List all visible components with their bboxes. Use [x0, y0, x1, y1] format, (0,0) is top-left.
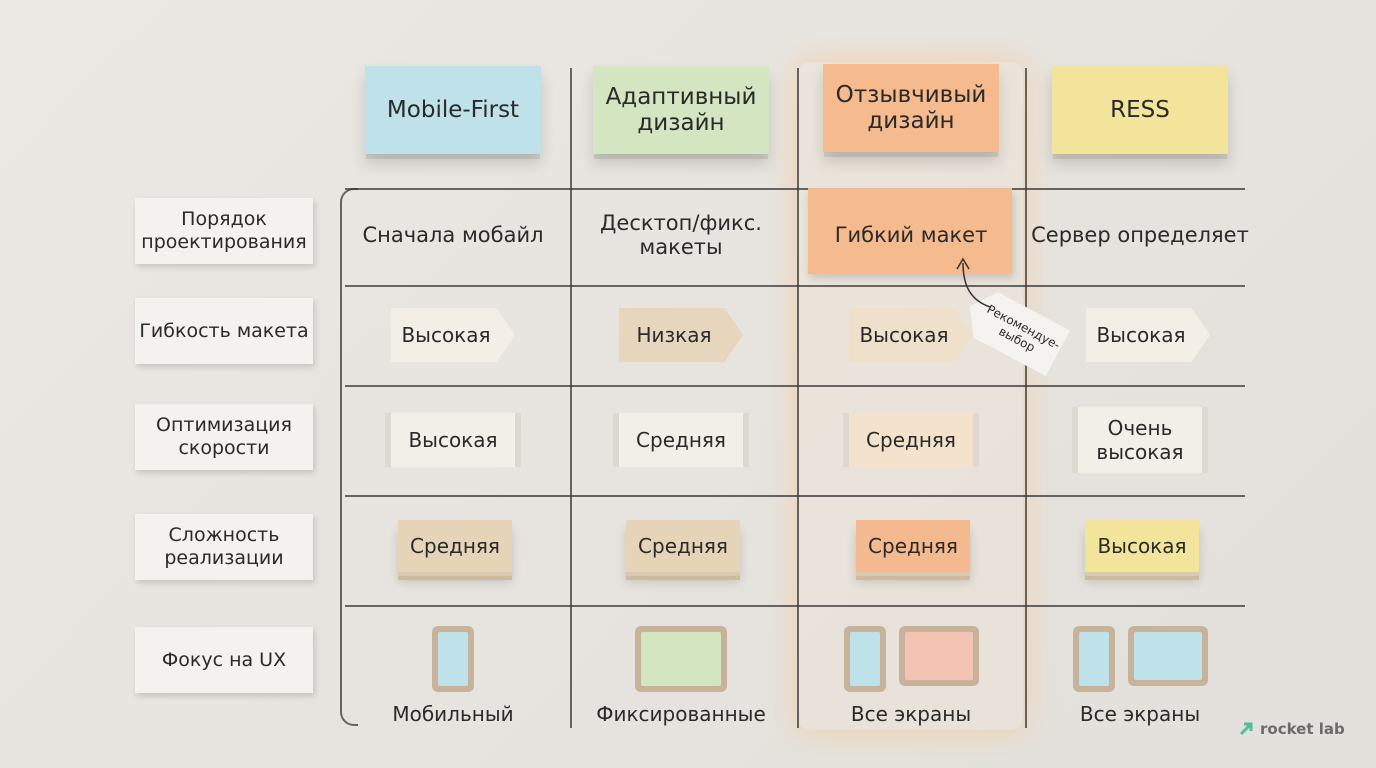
cell-scroll: Средняя [613, 413, 749, 467]
cell-scroll: Очень высокая [1072, 407, 1208, 473]
cell-stack: Средняя [398, 520, 512, 572]
logo: rocket lab [1238, 720, 1345, 738]
phone-icon [432, 626, 474, 692]
cell-text: Сначала мобайл [362, 222, 544, 247]
cell-text: Десктоп/фикс. макеты [600, 210, 762, 259]
left-bracket [340, 188, 358, 726]
screen-icon [1079, 632, 1109, 686]
row-divider [345, 495, 1245, 497]
row-label: Фокус на UX [135, 627, 313, 693]
cell-tag: Высокая [391, 308, 515, 362]
logo-text: rocket lab [1260, 720, 1345, 738]
rocket-arrow-icon [1239, 722, 1253, 736]
row-divider [345, 285, 1245, 287]
cell-stack: Средняя [626, 520, 740, 572]
column-divider [797, 68, 799, 728]
cell-scroll: Высокая [385, 413, 521, 467]
cell-stack: Высокая [1085, 520, 1199, 572]
tag-string-arrow [956, 257, 991, 308]
cell-text: Сервер определяет [1031, 222, 1249, 247]
column-header: Отзывчивый дизайн [823, 64, 999, 152]
screen-icon [438, 632, 468, 686]
screen-icon [850, 632, 880, 686]
column-header: Адаптивный дизайн [593, 66, 769, 154]
cell-tag: Высокая [1086, 308, 1210, 362]
tablet-icon [635, 626, 727, 692]
row-label: Гибкость макета [135, 298, 313, 364]
cell-note-background [808, 188, 1012, 274]
column-header: Mobile-First [365, 66, 541, 154]
cell-stack: Средняя [856, 520, 970, 572]
cell-text: Все экраны [850, 702, 972, 726]
row-divider [345, 385, 1245, 387]
column-header: RESS [1052, 66, 1228, 154]
screen-icon [905, 632, 973, 680]
cell-tag: Высокая [849, 308, 973, 362]
row-label: Порядок проектирования [135, 198, 313, 264]
cell-scroll: Средняя [843, 413, 979, 467]
cell-text: Все экраны [1079, 702, 1201, 726]
screen-icon [1134, 632, 1202, 680]
phone-icon [1073, 626, 1115, 692]
cell-text: Фиксированные [596, 702, 766, 726]
row-label: Сложность реализации [135, 514, 313, 580]
column-divider [570, 68, 572, 728]
row-label: Оптимизация скорости [135, 404, 313, 470]
cell-text: Мобильный [392, 702, 514, 726]
tablet-icon [899, 626, 979, 686]
cell-text: Гибкий макет [834, 222, 988, 247]
row-divider [345, 605, 1245, 607]
phone-icon [844, 626, 886, 692]
column-divider [1025, 68, 1027, 728]
recommended-column-highlight [798, 62, 1023, 730]
tablet-icon [1128, 626, 1208, 686]
row-divider [345, 188, 1245, 190]
cell-tag: Низкая [619, 308, 743, 362]
screen-icon [641, 632, 721, 686]
